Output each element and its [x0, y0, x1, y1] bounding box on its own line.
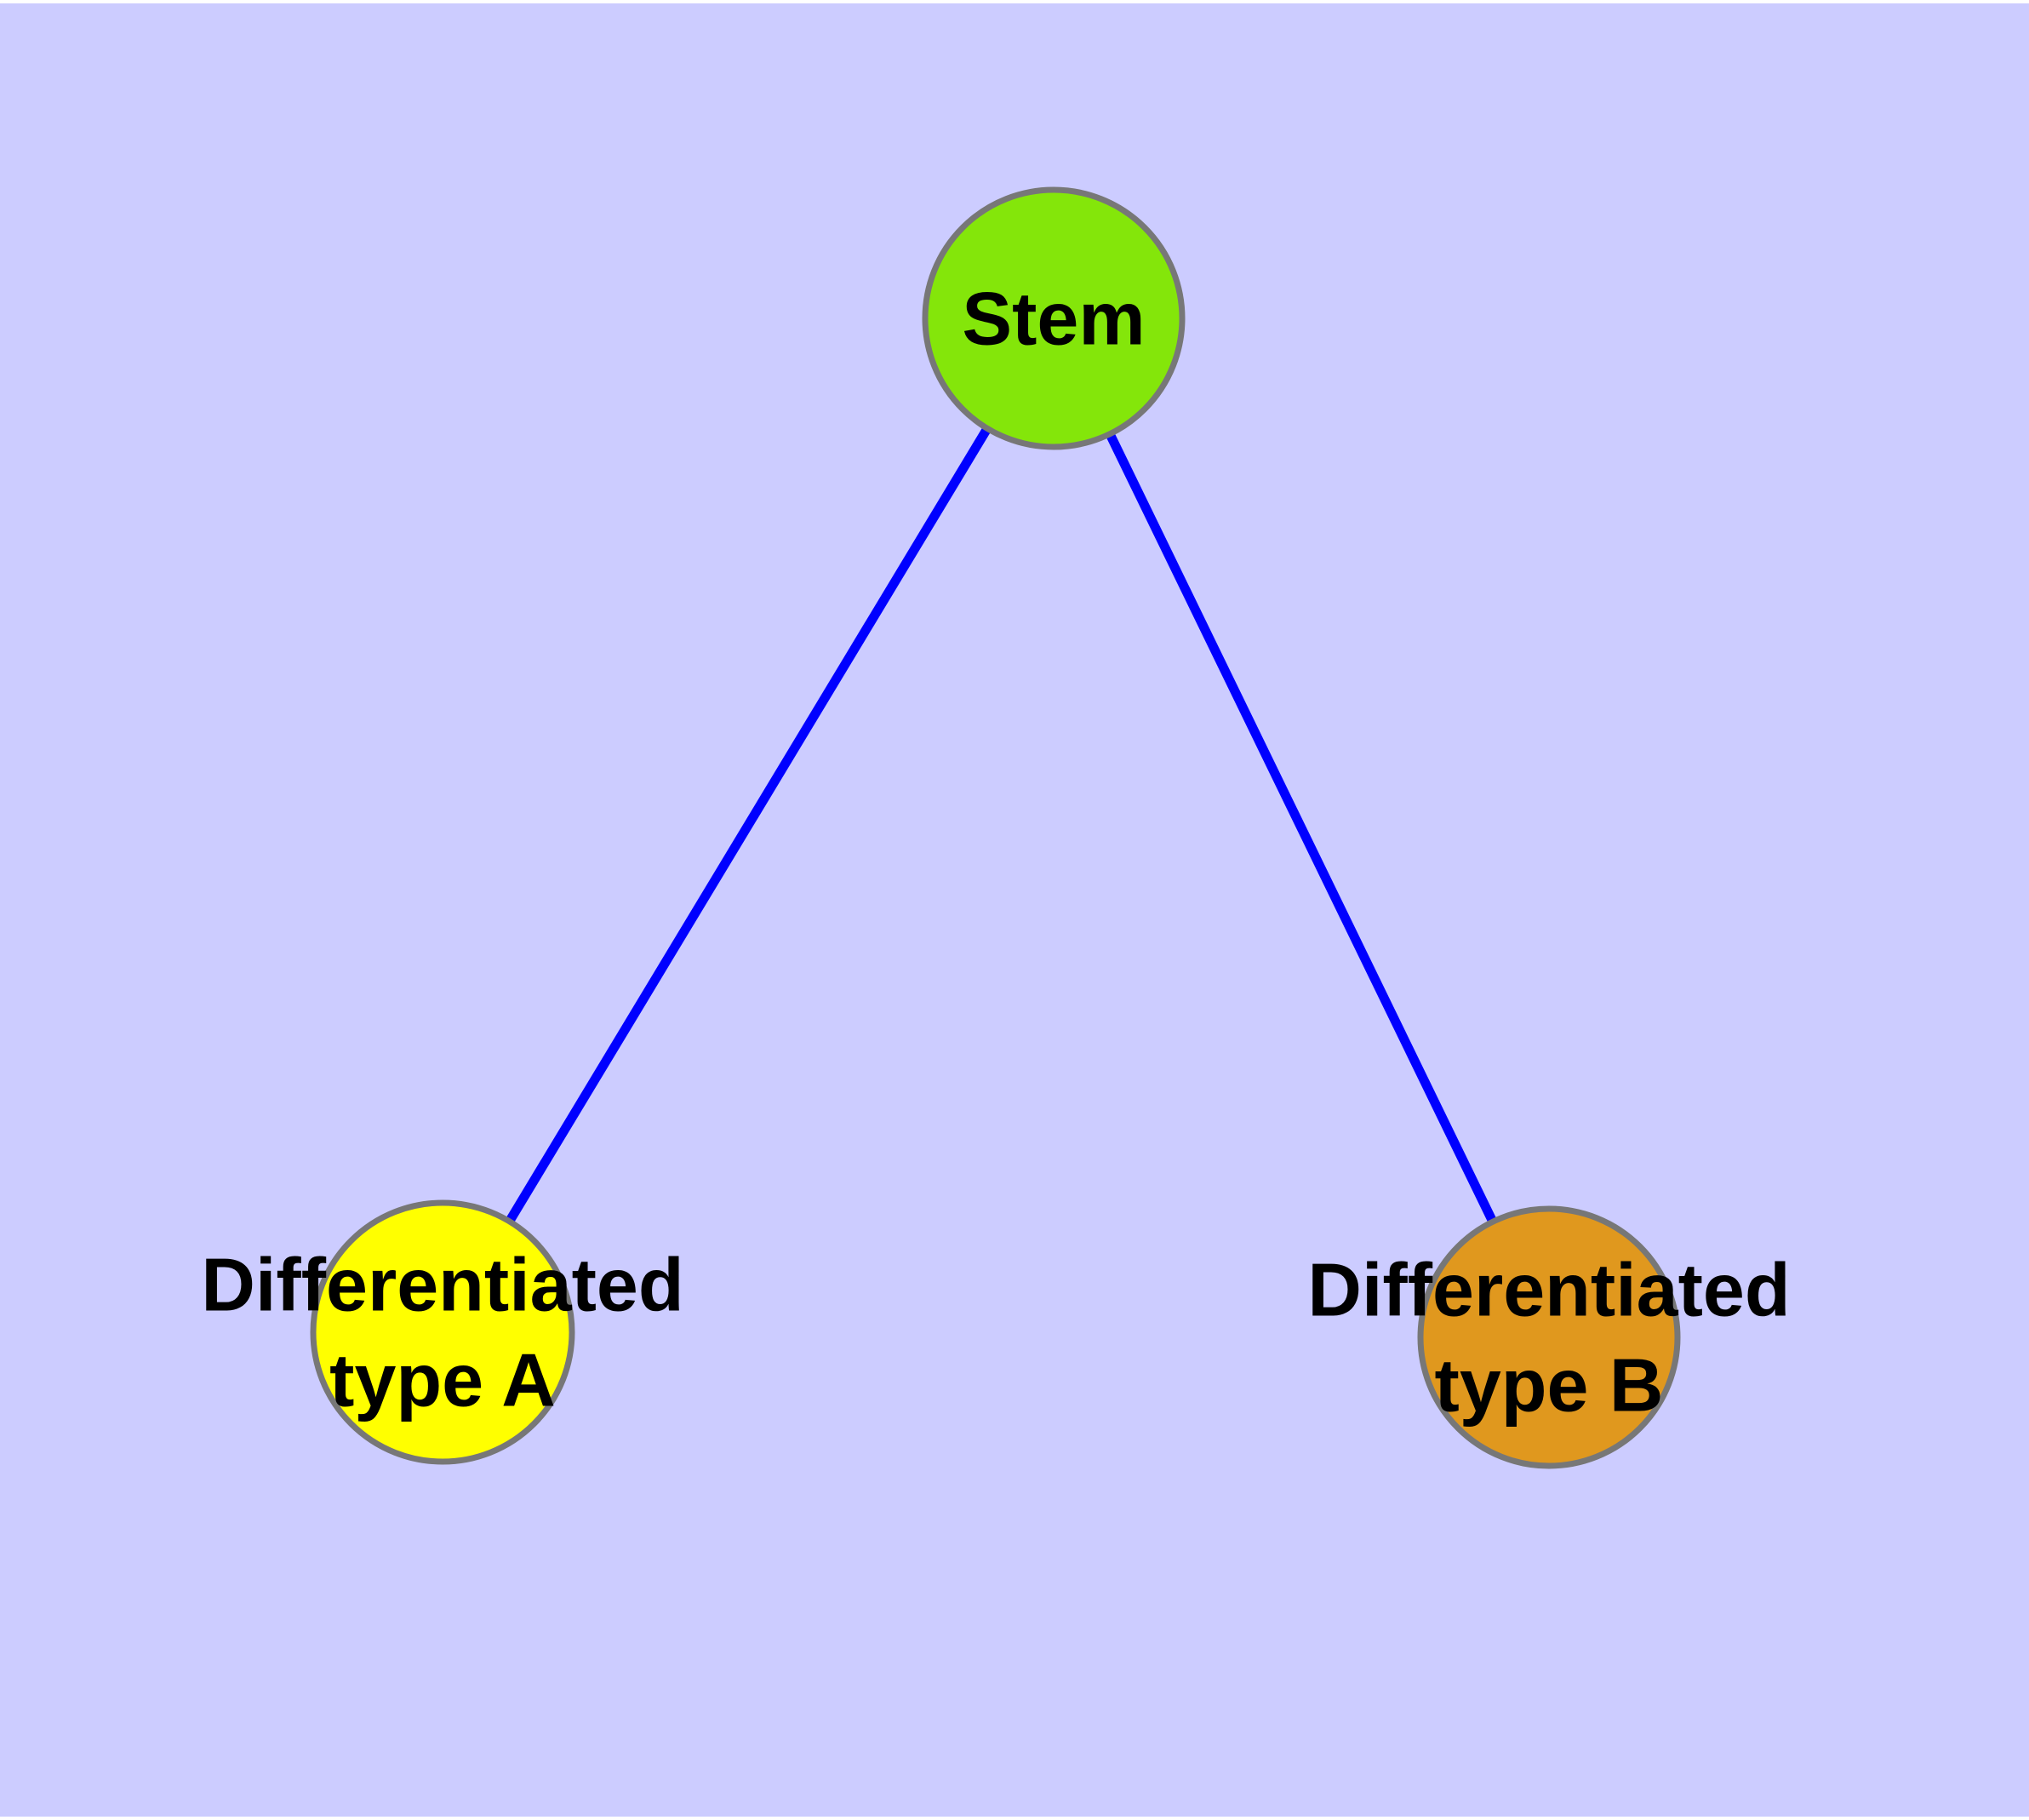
node-type-b-circle: [1417, 1205, 1681, 1469]
node-stem-circle: [922, 186, 1186, 450]
node-type-a-label-line2: type A: [329, 1338, 556, 1422]
edge-stem-to-type-b: [1049, 316, 1553, 1340]
node-type-b-label-line2: type B: [1435, 1343, 1664, 1428]
node-type-b-label-line1: Differentiated: [1307, 1248, 1790, 1332]
node-type-a-circle: [310, 1199, 575, 1465]
node-stem-label: Stem: [962, 277, 1145, 361]
edge-stem-to-type-a: [438, 316, 1058, 1335]
node-type-a-label-line1: Differentiated: [201, 1243, 683, 1327]
